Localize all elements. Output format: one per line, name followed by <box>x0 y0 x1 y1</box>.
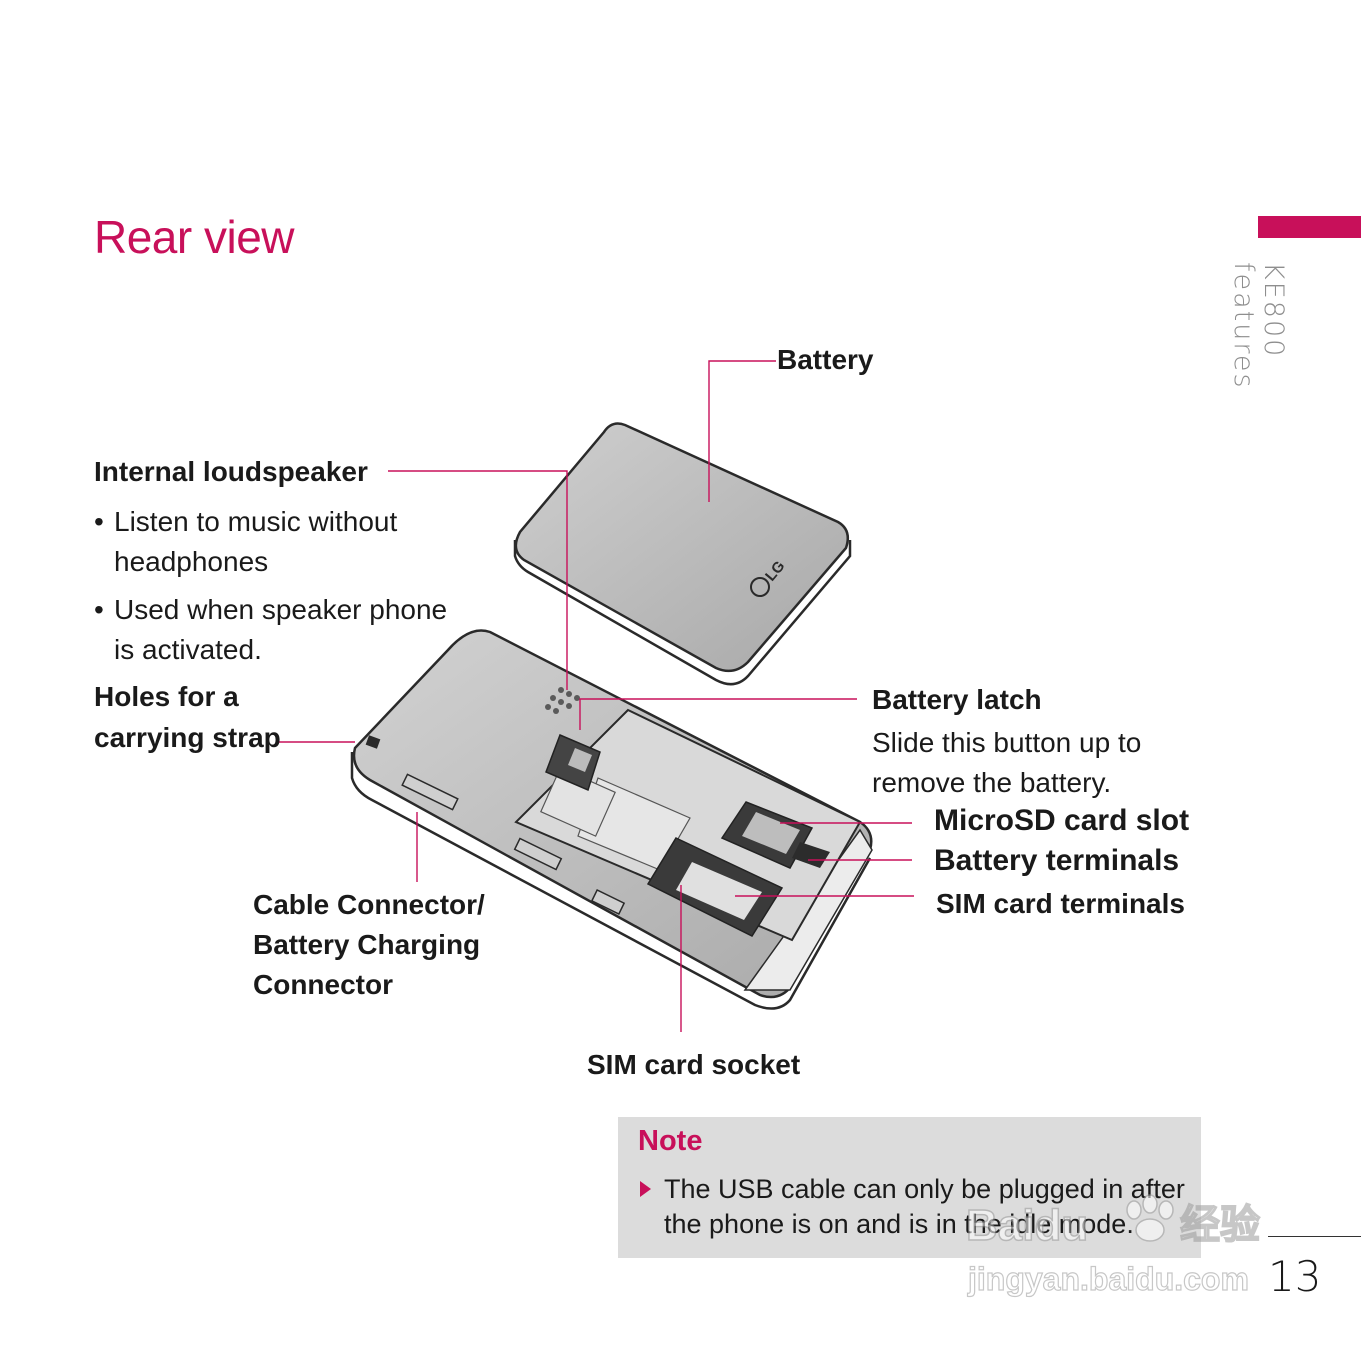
strap-holes-label-line1: Holes for a <box>94 677 239 717</box>
note-title: Note <box>638 1125 702 1158</box>
battery-illustration: LG <box>515 424 850 685</box>
sim-terminals-label: SIM card terminals <box>936 884 1185 924</box>
battery-label: Battery <box>777 340 873 380</box>
page-number: 13 <box>1268 1252 1321 1301</box>
cable-connector-label-line2: Battery Charging <box>253 925 480 965</box>
loudspeaker-bullet-1: •Listen to music without headphones <box>94 502 404 582</box>
note-text: The USB cable can only be plugged in aft… <box>664 1172 1194 1242</box>
loudspeaker-bullet-2-text: Used when speaker phone is activated. <box>94 590 454 670</box>
internal-loudspeaker-title: Internal loudspeaker <box>94 452 368 492</box>
sim-socket-label: SIM card socket <box>587 1045 800 1085</box>
note-arrow-icon <box>640 1181 651 1197</box>
page-number-rule <box>1268 1236 1361 1237</box>
cable-connector-label-line3: Connector <box>253 965 393 1005</box>
strap-holes-label-line2: carrying strap <box>94 718 281 758</box>
cable-connector-label-line1: Cable Connector/ <box>253 885 485 925</box>
battery-latch-desc-line1: Slide this button up to <box>872 723 1141 763</box>
microsd-slot-label: MicroSD card slot <box>934 801 1189 841</box>
battery-latch-desc-line2: remove the battery. <box>872 763 1111 803</box>
battery-terminals-label: Battery terminals <box>934 841 1179 881</box>
battery-latch-title: Battery latch <box>872 680 1042 720</box>
loudspeaker-bullet-1-text: Listen to music without headphones <box>94 502 404 582</box>
loudspeaker-bullet-2: •Used when speaker phone is activated. <box>94 590 454 670</box>
note-box: Note The USB cable can only be plugged i… <box>618 1117 1201 1258</box>
